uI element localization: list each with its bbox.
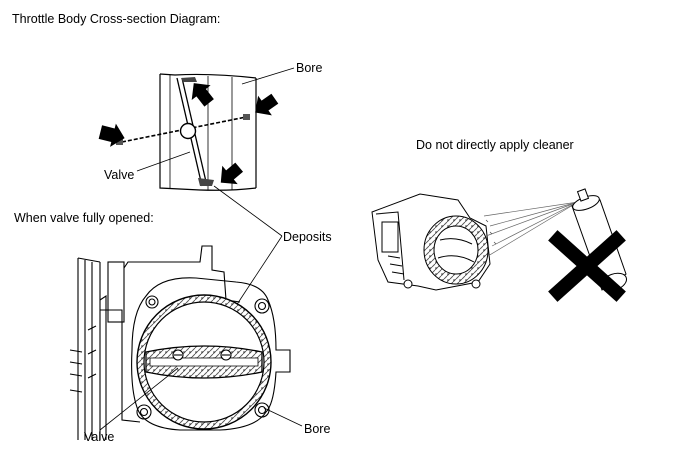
spray-can bbox=[571, 188, 628, 292]
valve-leader-top bbox=[136, 151, 191, 172]
valve-leader-bottom bbox=[99, 367, 179, 431]
bore-leader-top bbox=[241, 67, 295, 85]
arrow-icon bbox=[98, 123, 125, 147]
arrow-icon bbox=[220, 162, 244, 185]
valve-pivot bbox=[179, 122, 197, 140]
fully-opened-title: When valve fully opened: bbox=[14, 211, 154, 225]
deposits-leader-top bbox=[213, 185, 283, 237]
valve-label-top: Valve bbox=[104, 168, 135, 182]
x-mark-icon bbox=[548, 230, 626, 302]
bore-label-bottom: Bore bbox=[304, 422, 331, 436]
throttle-body-spray bbox=[371, 193, 491, 291]
warning-label: Do not directly apply cleaner bbox=[416, 138, 574, 152]
spray-cone bbox=[483, 201, 579, 257]
arrow-icon bbox=[255, 93, 279, 116]
throttle-body-open bbox=[69, 245, 291, 440]
deposits-leader-bottom bbox=[231, 235, 283, 313]
arrows-top bbox=[98, 83, 279, 185]
bore-leader-bottom bbox=[263, 407, 303, 427]
deposit-top bbox=[181, 77, 197, 82]
bore-label-top: Bore bbox=[296, 61, 323, 75]
deposit-bottom bbox=[198, 178, 214, 186]
deposits-label: Deposits bbox=[283, 230, 332, 244]
cross-section-title: Throttle Body Cross-section Diagram: bbox=[12, 12, 221, 26]
arrow-icon bbox=[191, 83, 214, 107]
